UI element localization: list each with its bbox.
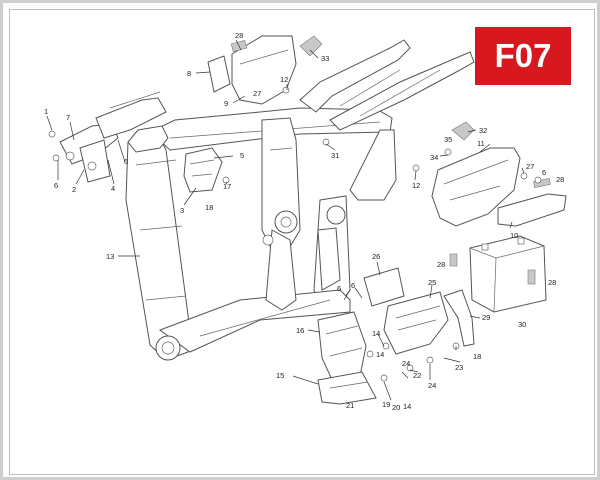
- callout-32: 32: [479, 126, 487, 135]
- callout-13: 13: [106, 252, 114, 261]
- callout-22: 22: [413, 371, 421, 380]
- lower-trim-part: [497, 178, 567, 227]
- callout-17: 17: [223, 182, 231, 191]
- figure-code-badge: F07: [475, 27, 571, 85]
- callout-15: 15: [276, 371, 284, 380]
- callout-16: 16: [296, 326, 304, 335]
- top-cover-part: [207, 35, 323, 105]
- callout-23: 23: [455, 363, 463, 372]
- callout-24: 24: [402, 359, 410, 368]
- callout-31: 31: [331, 151, 339, 160]
- battery-part: [449, 235, 547, 313]
- callout-12: 12: [412, 181, 420, 190]
- callout-24: 24: [428, 381, 436, 390]
- callout-11: 11: [477, 139, 485, 148]
- callout-4: 4: [111, 184, 115, 193]
- callout-18: 18: [205, 203, 213, 212]
- callout-27: 27: [526, 162, 534, 171]
- callout-28: 28: [556, 175, 564, 184]
- callout-35: 35: [444, 135, 452, 144]
- callout-6: 6: [351, 281, 355, 290]
- callout-25: 25: [428, 278, 436, 287]
- lower-bracket-part: [317, 311, 377, 405]
- callout-21: 21: [346, 401, 354, 410]
- callout-5: 5: [240, 151, 244, 160]
- callout-9: 9: [224, 99, 228, 108]
- hardware-parts: [48, 86, 542, 382]
- callout-12: 12: [280, 75, 288, 84]
- leader-lines: [46, 39, 525, 401]
- callout-14: 14: [372, 329, 380, 338]
- callout-labels: 28 33 8 12 27 9 1 7 6 2 4 6 5 17 3 18 31…: [44, 31, 564, 412]
- callout-2: 2: [72, 185, 76, 194]
- callout-10: 10: [510, 231, 518, 240]
- diagram-inner-border: [9, 9, 595, 475]
- main-frame-part: [125, 39, 475, 361]
- callout-6: 6: [124, 157, 128, 166]
- callout-3: 3: [180, 206, 184, 215]
- callout-28: 28: [437, 260, 445, 269]
- electrical-tray-part: [363, 267, 449, 355]
- callout-26: 26: [372, 252, 380, 261]
- callout-6: 6: [337, 284, 341, 293]
- callout-28: 28: [548, 278, 556, 287]
- callout-1: 1: [44, 107, 48, 116]
- callout-30: 30: [518, 320, 526, 329]
- callout-20: 20: [392, 403, 400, 412]
- callout-6: 6: [54, 181, 58, 190]
- callout-33: 33: [321, 54, 329, 63]
- callout-27: 27: [253, 89, 261, 98]
- side-cover-part: [431, 121, 521, 227]
- callout-34: 34: [430, 153, 438, 162]
- callout-28: 28: [235, 31, 243, 40]
- callout-29: 29: [482, 313, 490, 322]
- callout-6: 6: [542, 168, 546, 177]
- battery-strap-part: [443, 289, 475, 347]
- callout-19: 19: [382, 400, 390, 409]
- mid-bracket-part: [183, 147, 223, 193]
- callout-18: 18: [473, 352, 481, 361]
- callout-7: 7: [66, 113, 70, 122]
- callout-14: 14: [403, 402, 411, 411]
- front-bracket-part: [59, 91, 167, 183]
- callout-14: 14: [376, 350, 384, 359]
- callout-8: 8: [187, 69, 191, 78]
